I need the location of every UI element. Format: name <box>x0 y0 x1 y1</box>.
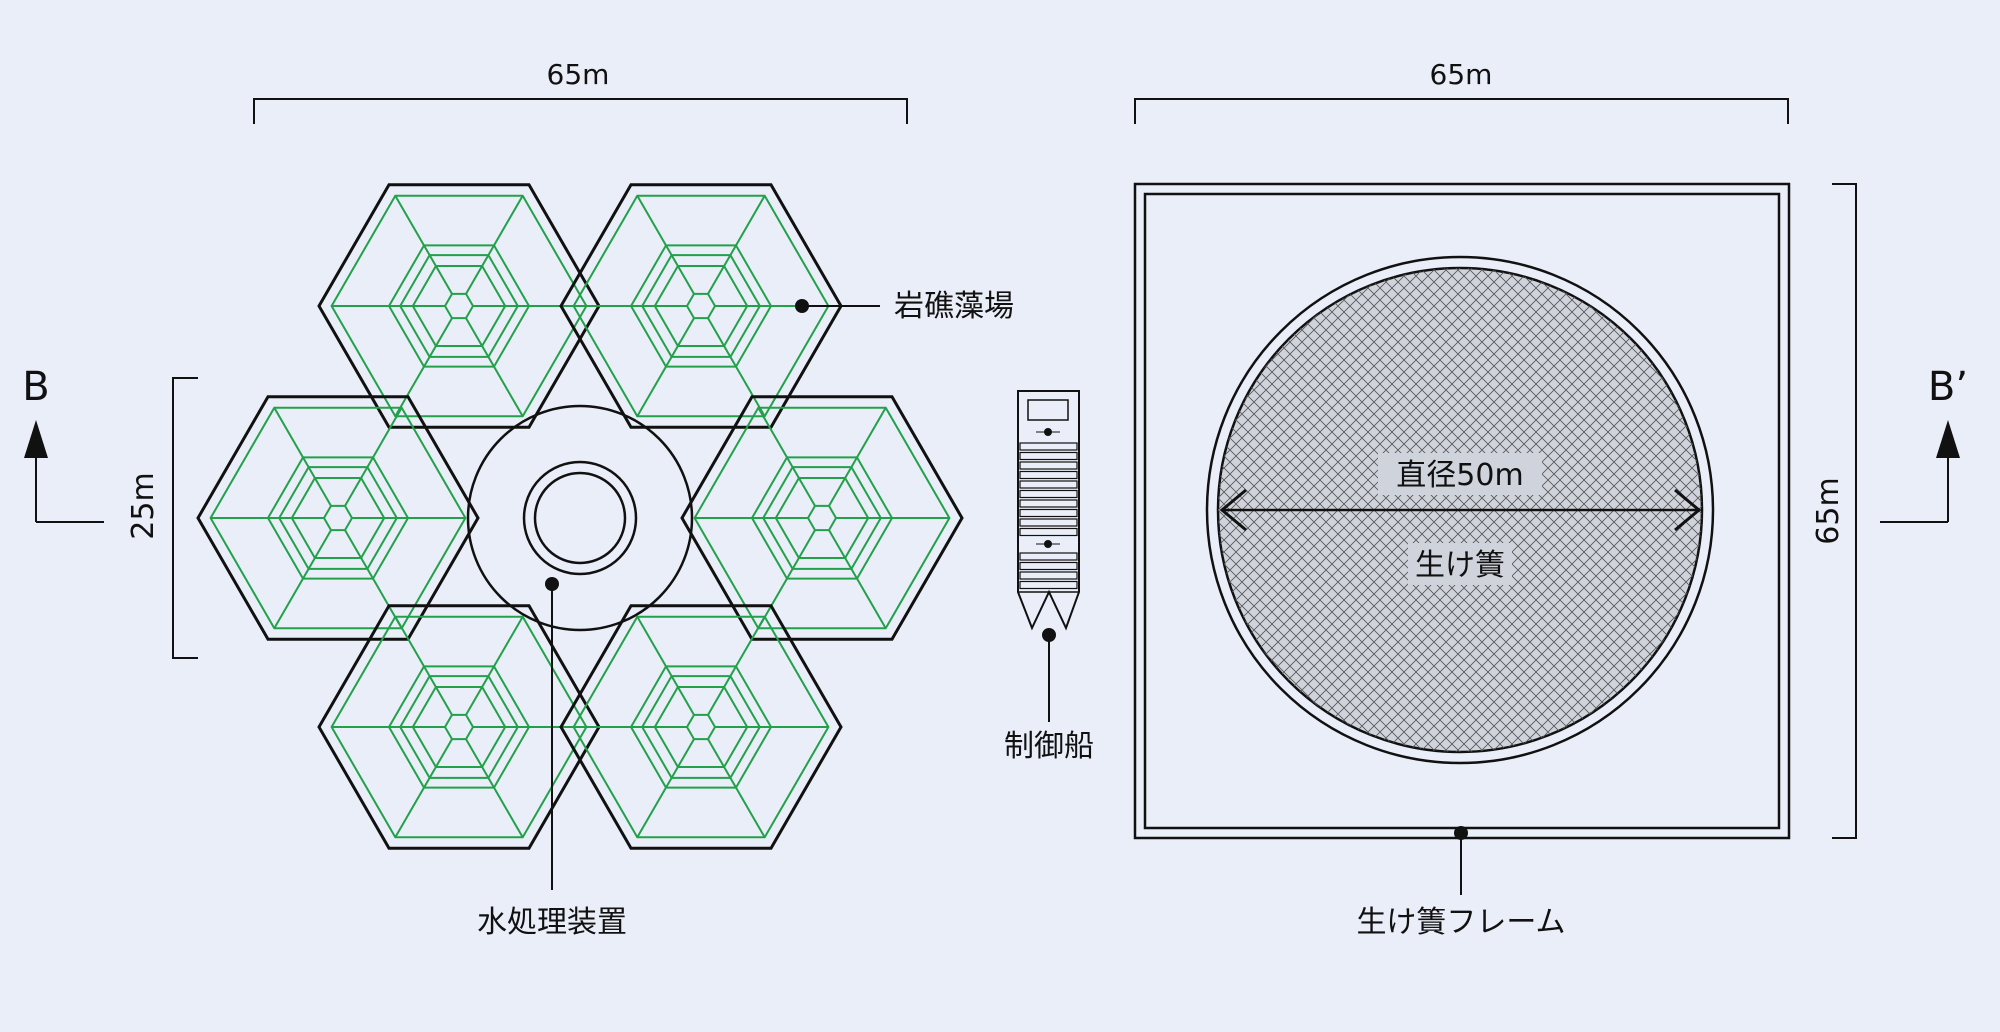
depth-label: 25m <box>126 472 161 539</box>
cage-diameter-label: 直径50m <box>1396 458 1523 493</box>
reef-hex-module <box>559 183 843 429</box>
right-height-label: 65m <box>1811 477 1846 544</box>
cage-label-bg <box>1408 543 1512 585</box>
control-ship <box>1017 390 1080 631</box>
water-treatment-label: 水処理装置 <box>477 905 627 940</box>
right-height-dimension <box>1832 183 1857 839</box>
reef-leader <box>795 299 880 313</box>
reef-hex-module <box>196 395 480 641</box>
left-width-dimension <box>253 98 908 124</box>
reef-hex-module <box>680 395 964 641</box>
section-start-label: B <box>22 364 49 410</box>
control-ship-label: 制御船 <box>1004 729 1094 764</box>
section-end-label: B’ <box>1928 364 1968 410</box>
reef-seaweed-bed-label: 岩礁藻場 <box>894 289 1014 324</box>
left-width-label: 65m <box>547 58 610 91</box>
water-treatment-device <box>466 404 694 632</box>
diameter-arrow <box>1219 488 1702 532</box>
cage-frame-leader <box>1454 826 1468 895</box>
reef-hex-module <box>317 183 601 429</box>
right-width-dimension <box>1134 98 1789 124</box>
reef-seaweed-bed-cluster <box>196 183 964 850</box>
reef-hex-module <box>559 604 843 850</box>
right-width-label: 65m <box>1430 58 1493 91</box>
section-marker-b <box>24 420 104 523</box>
diameter-label-bg <box>1378 453 1542 495</box>
control-ship-leader <box>1042 628 1056 722</box>
reef-hex-module <box>317 604 601 850</box>
cage-frame-label: 生け簀フレーム <box>1356 905 1565 940</box>
section-marker-b-prime <box>1880 420 1960 523</box>
water-treatment-leader <box>545 577 559 890</box>
depth-dimension <box>172 377 198 659</box>
cage-label: 生け簀 <box>1415 548 1505 583</box>
